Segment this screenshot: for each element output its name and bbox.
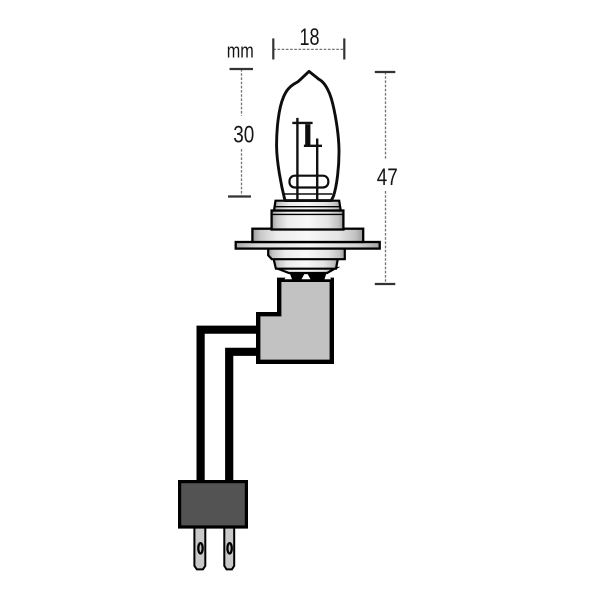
- svg-text:30: 30: [233, 122, 254, 149]
- svg-text:18: 18: [300, 24, 320, 51]
- svg-text:47: 47: [377, 164, 398, 191]
- svg-text:mm: mm: [227, 40, 254, 63]
